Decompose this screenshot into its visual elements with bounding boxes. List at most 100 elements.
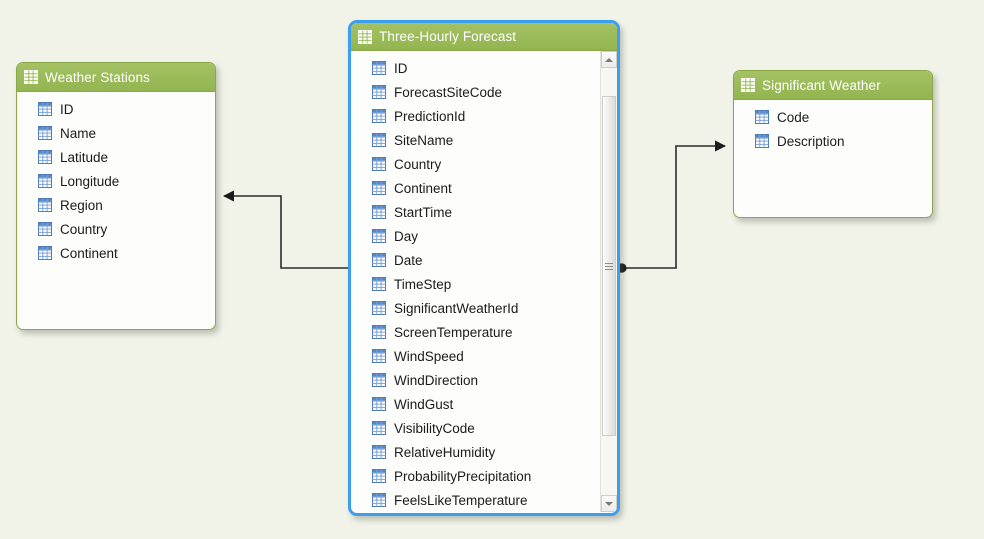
field-label: Longitude xyxy=(60,173,120,189)
field-icon xyxy=(372,445,386,459)
field-label: WindDirection xyxy=(394,372,479,388)
field-row[interactable]: ProbabilityPrecipitation xyxy=(351,464,617,488)
field-label: PredictionId xyxy=(394,108,466,124)
field-row[interactable]: WindDirection xyxy=(351,368,617,392)
field-label: Continent xyxy=(394,180,452,196)
field-row[interactable]: Name xyxy=(17,121,215,145)
field-row[interactable]: WindSpeed xyxy=(351,344,617,368)
table-icon xyxy=(358,29,372,44)
field-icon xyxy=(372,133,386,147)
field-row[interactable]: Continent xyxy=(351,176,617,200)
entity-header-three-hourly-forecast[interactable]: Three-Hourly Forecast xyxy=(351,23,617,51)
field-icon xyxy=(372,61,386,75)
field-label: ScreenTemperature xyxy=(394,324,513,340)
field-icon xyxy=(372,277,386,291)
field-label: Country xyxy=(394,156,442,172)
field-icon xyxy=(38,102,52,116)
field-row[interactable]: ForecastSiteCode xyxy=(351,80,617,104)
connector-forecast-to-significant-weather[interactable] xyxy=(622,140,727,269)
field-label: WindGust xyxy=(394,396,454,412)
field-label: Continent xyxy=(60,245,118,261)
field-label: Country xyxy=(60,221,108,237)
chevron-up-icon xyxy=(605,57,613,62)
field-label: Description xyxy=(777,133,845,149)
field-row[interactable]: Code xyxy=(734,105,932,129)
field-row[interactable]: Continent xyxy=(17,241,215,265)
field-icon xyxy=(372,253,386,267)
field-label: Day xyxy=(394,228,419,244)
field-label: ForecastSiteCode xyxy=(394,84,503,100)
field-label: Code xyxy=(777,109,810,125)
field-label: TimeStep xyxy=(394,276,452,292)
entity-title: Three-Hourly Forecast xyxy=(379,29,517,44)
field-label: RelativeHumidity xyxy=(394,444,496,460)
scrollbar-grip xyxy=(605,262,613,270)
field-label: WindSpeed xyxy=(394,348,464,364)
field-icon xyxy=(38,174,52,188)
field-row[interactable]: SiteName xyxy=(351,128,617,152)
field-row[interactable]: Latitude xyxy=(17,145,215,169)
field-row[interactable]: ID xyxy=(17,97,215,121)
scrollbar-thumb[interactable] xyxy=(602,96,616,436)
field-icon xyxy=(372,397,386,411)
field-label: Region xyxy=(60,197,103,213)
field-icon xyxy=(372,421,386,435)
field-icon xyxy=(372,493,386,507)
field-icon xyxy=(372,349,386,363)
field-icon xyxy=(372,301,386,315)
field-icon xyxy=(372,229,386,243)
field-label: Latitude xyxy=(60,149,109,165)
field-row[interactable]: RelativeHumidity xyxy=(351,440,617,464)
field-icon xyxy=(755,134,769,148)
field-row[interactable]: SignificantWeatherId xyxy=(351,296,617,320)
field-icon xyxy=(372,85,386,99)
table-icon xyxy=(741,78,755,92)
field-icon xyxy=(372,181,386,195)
field-row[interactable]: Day xyxy=(351,224,617,248)
field-row[interactable]: TimeStep xyxy=(351,272,617,296)
field-row[interactable]: VisibilityCode xyxy=(351,416,617,440)
scroll-up-arrow-icon[interactable] xyxy=(601,51,617,68)
field-row[interactable]: Country xyxy=(17,217,215,241)
field-label: VisibilityCode xyxy=(394,420,475,436)
field-row[interactable]: Date xyxy=(351,248,617,272)
field-icon xyxy=(372,373,386,387)
entity-header-significant-weather[interactable]: Significant Weather xyxy=(734,71,932,100)
field-icon xyxy=(372,325,386,339)
entity-header-weather-stations[interactable]: Weather Stations xyxy=(17,63,215,92)
table-icon xyxy=(24,70,38,84)
field-label: SignificantWeatherId xyxy=(394,300,519,316)
field-label: StartTime xyxy=(394,204,453,220)
field-list-scrollbar[interactable] xyxy=(600,51,617,512)
field-row[interactable]: ScreenTemperature xyxy=(351,320,617,344)
field-row[interactable]: Region xyxy=(17,193,215,217)
chevron-down-icon xyxy=(605,501,613,506)
field-label: SiteName xyxy=(394,132,454,148)
field-row[interactable]: Longitude xyxy=(17,169,215,193)
entity-title: Weather Stations xyxy=(45,69,150,85)
field-icon xyxy=(755,110,769,124)
field-icon xyxy=(38,126,52,140)
field-icon xyxy=(372,469,386,483)
field-row[interactable]: FeelsLikeTemperature xyxy=(351,488,617,512)
field-icon xyxy=(38,150,52,164)
scroll-down-arrow-icon[interactable] xyxy=(601,495,617,512)
field-icon xyxy=(372,157,386,171)
field-label: FeelsLikeTemperature xyxy=(394,492,528,508)
field-label: Date xyxy=(394,252,423,268)
field-row[interactable]: WindGust xyxy=(351,392,617,416)
field-row[interactable]: ID xyxy=(351,56,617,80)
field-row[interactable]: Country xyxy=(351,152,617,176)
field-icon xyxy=(372,109,386,123)
field-row[interactable]: Description xyxy=(734,129,932,153)
field-row[interactable]: PredictionId xyxy=(351,104,617,128)
field-row[interactable]: StartTime xyxy=(351,200,617,224)
field-icon xyxy=(38,198,52,212)
